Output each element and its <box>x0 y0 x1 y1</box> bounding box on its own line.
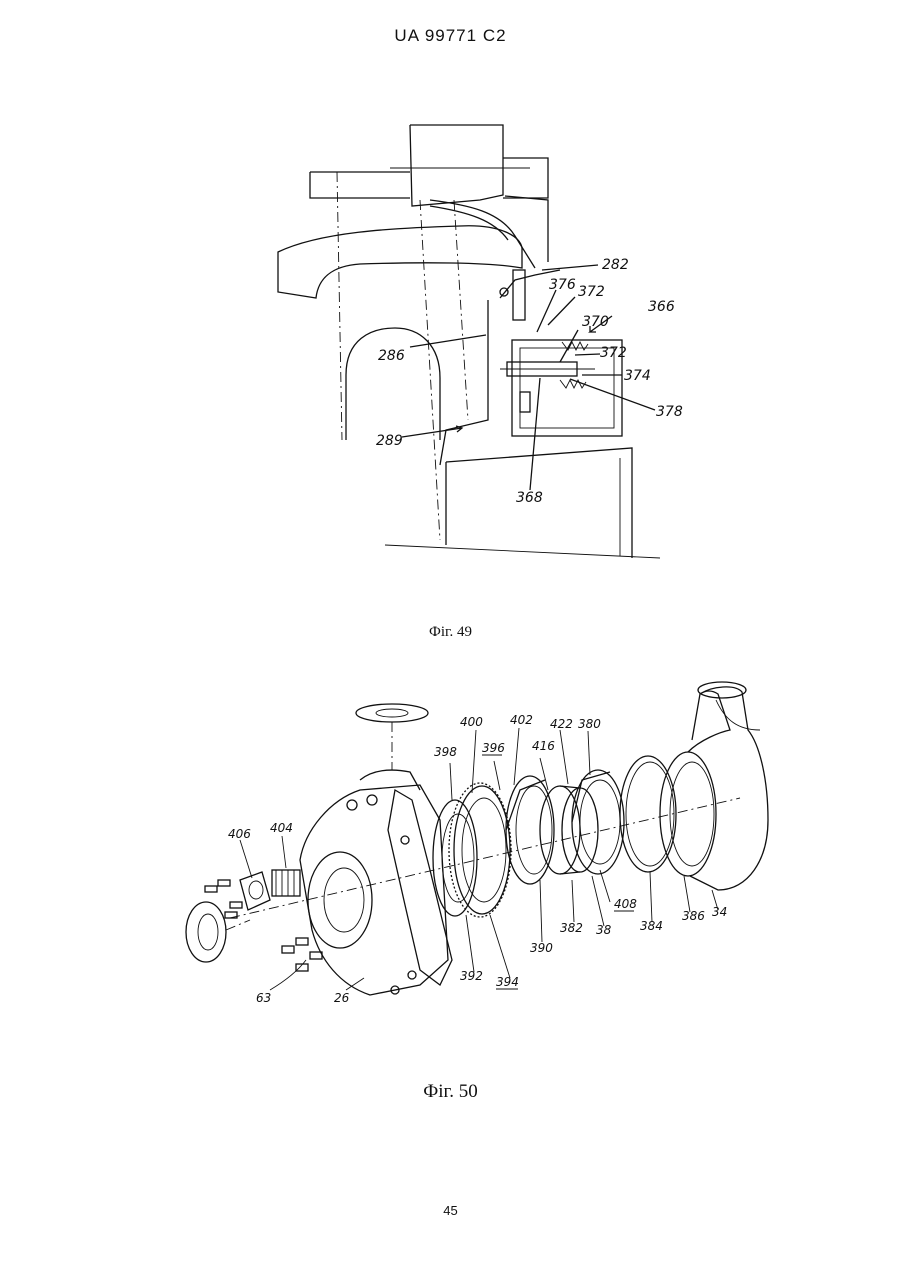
fig50-label-384: 384 <box>640 919 663 933</box>
fig50-label-400: 400 <box>460 715 483 729</box>
fig50-label-392: 392 <box>460 969 483 983</box>
fig50-label-386: 386 <box>682 909 705 923</box>
fig50-label-390: 390 <box>530 941 553 955</box>
fig50-label-26: 26 <box>334 991 350 1005</box>
fig50-label-63: 63 <box>256 991 271 1005</box>
fig50-label-398: 398 <box>434 745 457 759</box>
figure-50-drawing: 400 402 422 380 398 396 416 406 404 408 … <box>0 0 901 1060</box>
fig50-label-416: 416 <box>532 739 555 753</box>
figure-50-caption: Фіг. 50 <box>0 1081 901 1103</box>
fig50-label-406: 406 <box>228 827 251 841</box>
fig50-label-396: 396 <box>482 741 505 755</box>
fig50-label-394: 394 <box>496 975 519 989</box>
page-number: 45 <box>0 1203 901 1218</box>
fig50-label-382: 382 <box>560 921 583 935</box>
fig50-label-408: 408 <box>614 897 637 911</box>
fig50-label-38: 38 <box>596 923 612 937</box>
left-bolts <box>205 880 322 971</box>
fig50-label-34: 34 <box>712 905 727 919</box>
fig50-label-402: 402 <box>510 713 533 727</box>
fig50-label-380: 380 <box>578 717 601 731</box>
fig50-label-404: 404 <box>270 821 293 835</box>
fig50-label-422: 422 <box>550 717 573 731</box>
